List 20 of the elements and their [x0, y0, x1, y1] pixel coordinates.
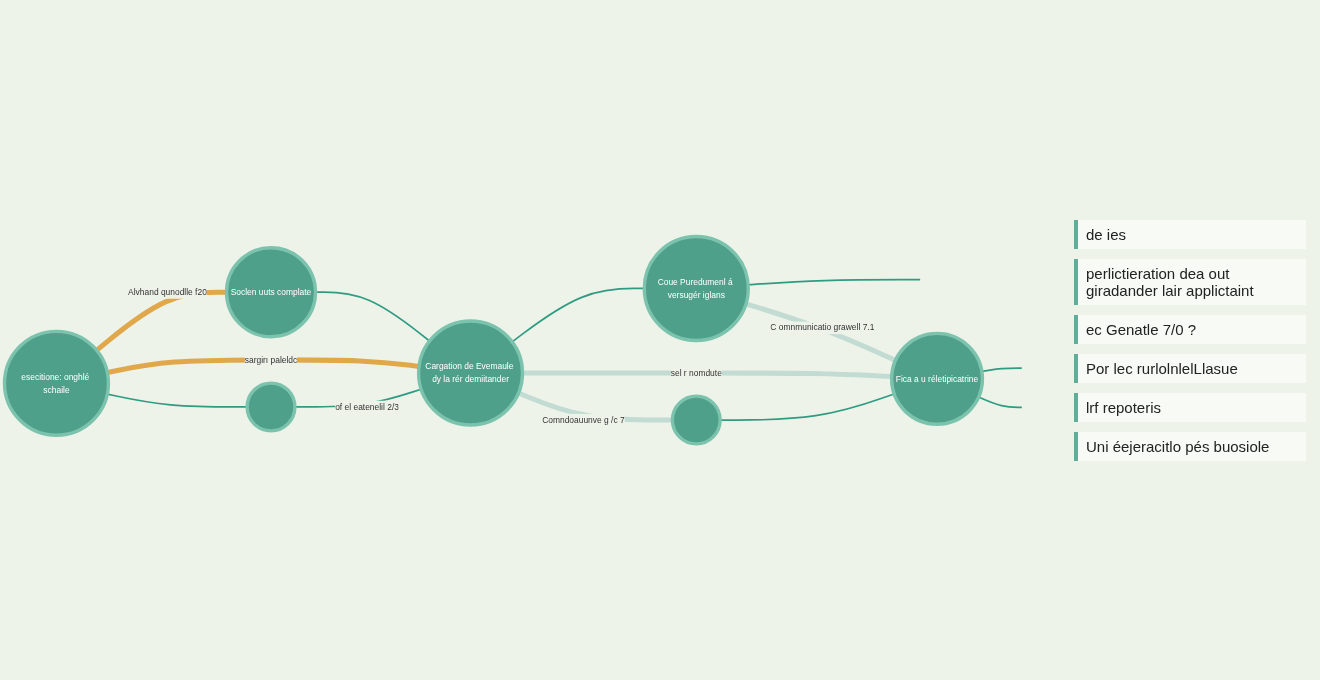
note-text: Por lec rurlolnlelLlasue — [1074, 353, 1306, 383]
node-circle — [670, 394, 722, 446]
edge-label: C omnmunicatio grawell 7.1 — [770, 322, 875, 332]
node-circle — [245, 381, 297, 433]
node-circle: Cargation de Evemaule dy la rér demiitander — [416, 319, 525, 427]
edge-label: Comndoauunve g /c 7 — [542, 414, 625, 425]
node-circle: Soclen uuts complate — [224, 245, 318, 339]
edge-label: sargirı paleldc — [244, 354, 298, 365]
edge-label: sel r nomdute — [670, 367, 722, 378]
node-circle: esecitione: onghlé schaile — [2, 329, 111, 437]
connector — [745, 301, 897, 363]
node-circle: Fica a u réletipicatrine — [889, 331, 985, 426]
note-text: de ies — [1074, 219, 1306, 249]
note-text: perlictieration dea out giradander lair applictaint — [1074, 258, 1306, 305]
note-text: Uni éejeracitlo pés buosiole — [1074, 431, 1306, 461]
edge-label: of el eatenelil 2/3 — [335, 401, 399, 412]
edge-label: Alvhand qunodlle f20 — [128, 286, 207, 297]
node-circle: Coue Puredumenl á versugér iglans — [642, 234, 750, 342]
note-text: ec Genatle 7/0 ? — [1074, 314, 1306, 344]
note-text: lrf repoteris — [1074, 392, 1306, 422]
